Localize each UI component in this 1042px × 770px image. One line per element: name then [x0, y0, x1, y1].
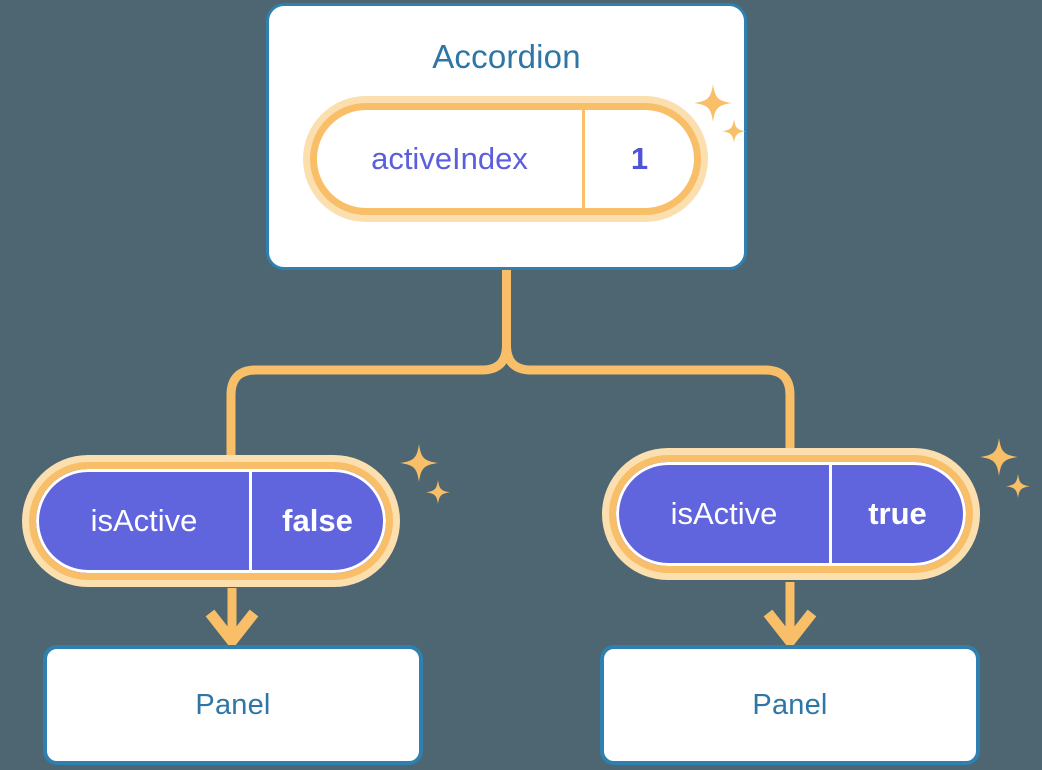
arrow-down-icon-left	[205, 588, 259, 650]
state-pill-isactive-false[interactable]: isActive false	[22, 455, 400, 587]
state-pill-inner: isActive true	[616, 462, 966, 566]
component-card-panel-left[interactable]: Panel	[43, 645, 423, 765]
state-pill-value: true	[868, 496, 927, 531]
state-pill-isactive-true[interactable]: isActive true	[602, 448, 980, 580]
state-pill-inner: isActive false	[36, 469, 386, 573]
state-pill-body: isActive false	[29, 462, 393, 580]
component-title-panel-right: Panel	[752, 688, 828, 721]
component-title-panel-left: Panel	[195, 688, 271, 721]
state-pill-body: isActive true	[609, 455, 973, 573]
state-pill-name: activeIndex	[317, 110, 585, 208]
sparkle-icon-right-pill	[980, 438, 1030, 498]
state-pill-activeindex[interactable]: activeIndex 1	[303, 96, 708, 222]
state-pill-body: activeIndex 1	[310, 103, 701, 215]
state-pill-name: isActive	[619, 465, 832, 563]
arrow-down-icon-right	[763, 582, 817, 650]
state-pill-value: 1	[630, 141, 649, 176]
state-pill-value: false	[282, 503, 353, 538]
connector-branch-right	[502, 340, 795, 460]
connector-branch-left	[226, 340, 511, 465]
component-card-panel-right[interactable]: Panel	[600, 645, 980, 765]
state-pill-name: isActive	[39, 472, 252, 570]
component-title-accordion: Accordion	[432, 38, 581, 75]
sparkle-icon-left-pill	[400, 444, 450, 504]
